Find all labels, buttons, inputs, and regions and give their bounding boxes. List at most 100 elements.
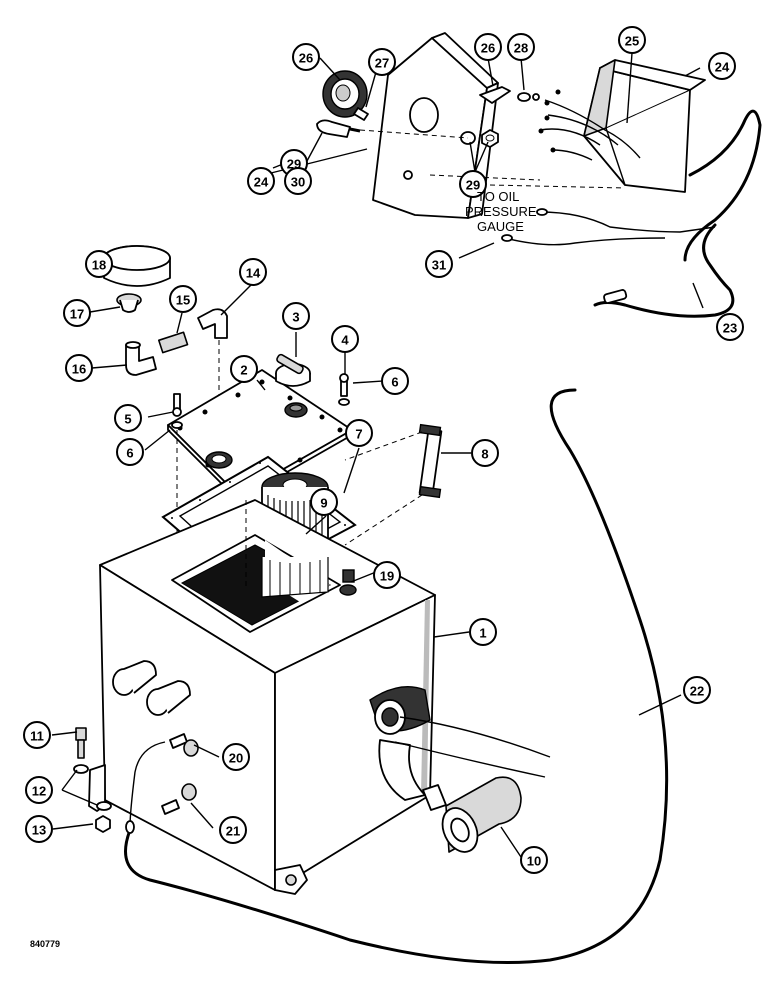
callout-number: 24: [715, 60, 730, 75]
callout-number: 5: [124, 412, 131, 427]
annotation-line-2: PRESSURE: [465, 204, 537, 219]
callout-19: 19: [373, 561, 401, 589]
callout-circle: [368, 48, 396, 76]
callout-24: 24: [708, 52, 736, 80]
callout-number: 1: [479, 626, 486, 641]
callout-circle: [63, 299, 91, 327]
callout-4: 4: [331, 325, 359, 353]
callout-circle: [222, 743, 250, 771]
callout-circle: [331, 325, 359, 353]
callout-number: 16: [72, 362, 86, 377]
hydraulic-tank: [88, 388, 669, 964]
callout-circle: [65, 354, 93, 382]
callout-23: 23: [716, 313, 744, 341]
callout-number: 15: [176, 293, 190, 308]
callout-21: 21: [219, 816, 247, 844]
callout-15: 15: [169, 285, 197, 313]
sight-gauge: [418, 428, 443, 496]
callout-number: 6: [391, 375, 398, 390]
callout-13: 13: [25, 815, 53, 843]
breather-assembly: [103, 245, 228, 440]
callout-18: 18: [85, 250, 113, 278]
callout-29: 29: [459, 170, 487, 198]
callout-8: 8: [471, 439, 499, 467]
callout-17: 17: [63, 299, 91, 327]
callout-circle: [469, 618, 497, 646]
breather-elbow: [125, 344, 157, 376]
callout-1: 1: [469, 618, 497, 646]
callout-26: 26: [474, 33, 502, 61]
callout-number: 19: [380, 569, 394, 584]
callout-circle: [169, 285, 197, 313]
callout-circle: [282, 302, 310, 330]
callout-16: 16: [65, 354, 93, 382]
callout-29: 29: [280, 149, 308, 177]
callout-circle: [373, 561, 401, 589]
callout-circle: [116, 438, 144, 466]
callout-7: 7: [345, 419, 373, 447]
callout-30: 30: [284, 167, 312, 195]
callout-31: 31: [425, 250, 453, 278]
callout-6: 6: [381, 367, 409, 395]
callout-24: 24: [247, 167, 275, 195]
callout-number: 28: [514, 41, 528, 56]
callout-circle: [520, 846, 548, 874]
callout-number: 22: [690, 684, 704, 699]
callout-circle: [23, 721, 51, 749]
gauge-panel-assembly: [316, 32, 762, 318]
annotation-line-3: GAUGE: [477, 219, 524, 234]
callout-circle: [708, 52, 736, 80]
callout-circle: [683, 676, 711, 704]
callout-number: 14: [246, 266, 261, 281]
callout-circle: [345, 419, 373, 447]
callout-number: 10: [527, 854, 541, 869]
callout-number: 3: [292, 310, 299, 325]
callout-circle: [716, 313, 744, 341]
callout-number: 25: [625, 34, 639, 49]
callout-9: 9: [310, 488, 338, 516]
callout-number: 26: [481, 41, 495, 56]
callout-number: 7: [355, 427, 362, 442]
callout-12: 12: [25, 776, 53, 804]
callout-circle: [459, 170, 487, 198]
callout-number: 30: [291, 175, 305, 190]
gauge-cable: [683, 109, 762, 262]
callout-circle: [25, 815, 53, 843]
callout-27: 27: [368, 48, 396, 76]
callout-14: 14: [239, 258, 267, 286]
callout-circle: [114, 404, 142, 432]
callout-6: 6: [116, 438, 144, 466]
callout-28: 28: [507, 33, 535, 61]
callout-2: 2: [230, 355, 258, 383]
callout-circle: [471, 439, 499, 467]
callout-3: 3: [282, 302, 310, 330]
callout-number: 24: [254, 175, 269, 190]
callout-26: 26: [292, 43, 320, 71]
ground-cable: [124, 388, 669, 964]
callout-number: 29: [466, 178, 480, 193]
callout-circle: [25, 776, 53, 804]
callout-number: 6: [126, 446, 133, 461]
callout-circle: [219, 816, 247, 844]
gauge-bracket: [479, 86, 511, 104]
leader-lines: [51, 52, 704, 858]
callout-number: 11: [30, 729, 44, 744]
return-filter: [441, 776, 522, 853]
callout-circle: [381, 367, 409, 395]
callout-number: 18: [92, 258, 106, 273]
callout-circle: [239, 258, 267, 286]
callout-circle: [474, 33, 502, 61]
callout-number: 8: [481, 447, 488, 462]
callout-number: 13: [32, 823, 46, 838]
callout-number: 9: [320, 496, 327, 511]
callout-circle: [292, 43, 320, 71]
callout-22: 22: [683, 676, 711, 704]
mounting-hardware: [73, 727, 112, 833]
callout-number: 21: [226, 824, 240, 839]
callout-circle: [425, 250, 453, 278]
callout-number: 12: [32, 784, 46, 799]
callout-25: 25: [618, 26, 646, 54]
callout-10: 10: [520, 846, 548, 874]
drawing-number: 840779: [30, 939, 60, 949]
